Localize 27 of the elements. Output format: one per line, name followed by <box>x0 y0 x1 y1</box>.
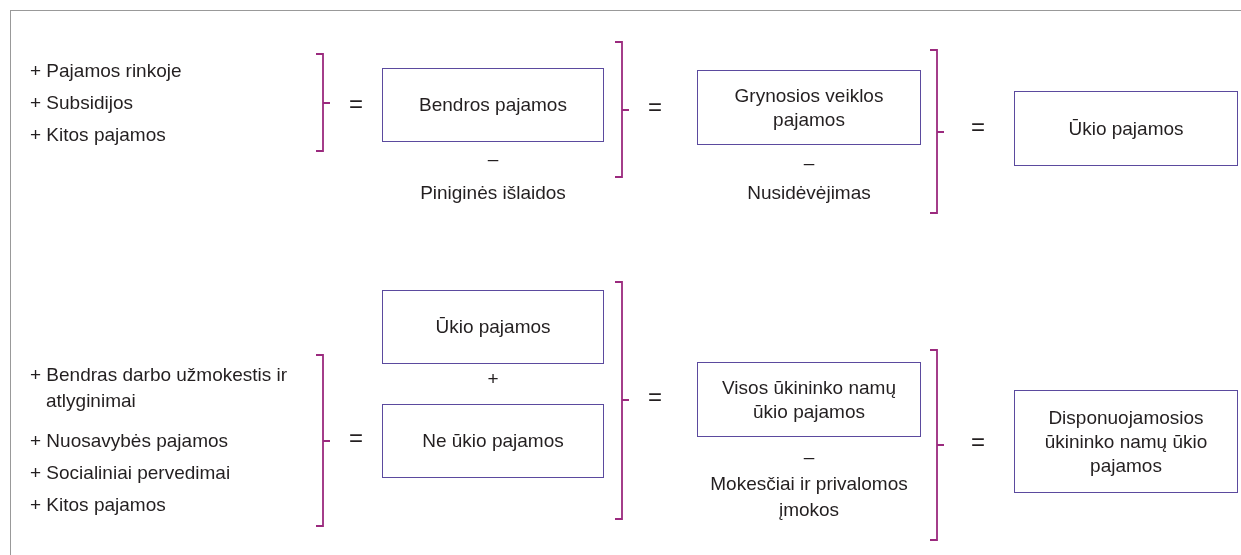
text-box: Grynosios veiklos pajamos <box>697 70 921 145</box>
list-item: + Subsidijos <box>30 91 134 115</box>
equals-sign: = <box>647 384 663 410</box>
operator-sign: – <box>802 445 816 469</box>
text-box: Ne ūkio pajamos <box>382 404 604 478</box>
equals-sign: = <box>348 425 364 451</box>
equals-sign: = <box>647 94 663 120</box>
text-box: Bendros pajamos <box>382 68 604 142</box>
equals-sign: = <box>970 114 986 140</box>
text-box: Ūkio pajamos <box>1014 91 1238 166</box>
list-item: + Socialiniai pervedimai <box>30 461 232 485</box>
text-box: Disponuojamosios ūkininko namų ūkio pajamos <box>1014 390 1238 493</box>
list-item: + Kitos pajamos <box>30 123 167 147</box>
subtraction-term: Nusidėvėjimas <box>746 181 872 205</box>
text-box: Visos ūkininko namų ūkio pajamos <box>697 362 921 437</box>
equals-sign: = <box>970 429 986 455</box>
equals-sign: = <box>348 91 364 117</box>
operator-sign: – <box>802 151 816 175</box>
operator-sign: + <box>486 367 500 391</box>
list-item: + Bendras darbo užmokestis ir atlyginimai <box>30 363 289 413</box>
list-item: + Kitos pajamos <box>30 493 167 517</box>
subtraction-term: Mokesčiai ir privalomos įmokos <box>709 472 909 522</box>
text-box: Ūkio pajamos <box>382 290 604 364</box>
list-item: + Nuosavybės pajamos <box>30 429 230 453</box>
list-item: + Pajamos rinkoje <box>30 59 183 83</box>
subtraction-term: Piniginės išlaidos <box>419 181 567 205</box>
operator-sign: – <box>486 147 500 171</box>
